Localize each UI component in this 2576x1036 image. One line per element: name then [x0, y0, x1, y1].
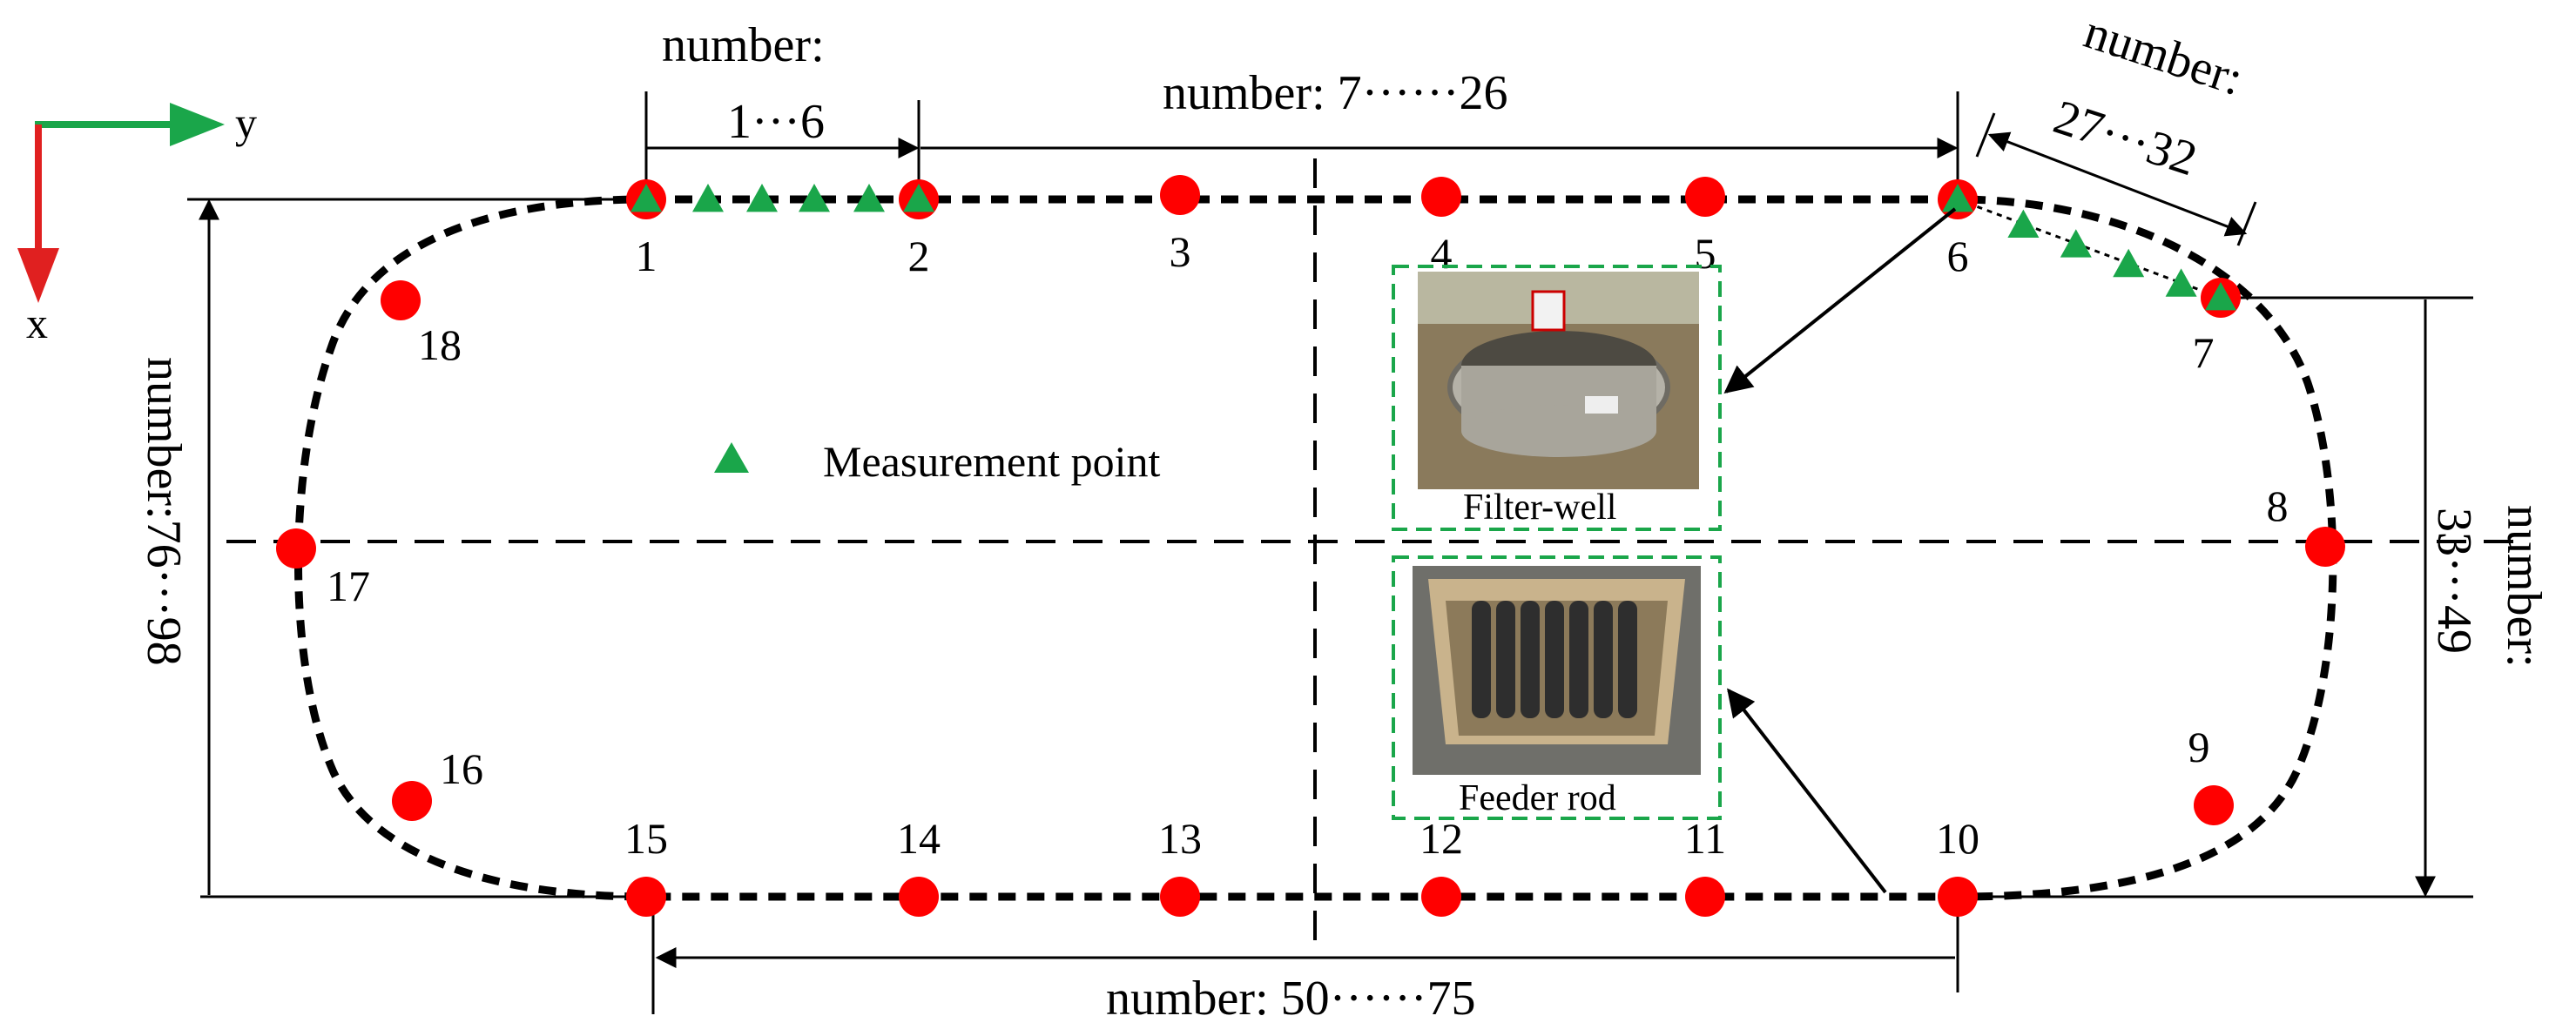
measurement-points-layer [631, 184, 2236, 311]
measurement-point-top-5 [853, 184, 885, 212]
annotation-top-left-line2: 1···6 [727, 95, 825, 149]
well-marker-11 [1685, 877, 1725, 917]
well-label-5: 5 [1695, 229, 1716, 278]
well-marker-3 [1160, 175, 1200, 215]
well-label-17: 17 [327, 562, 370, 610]
dimension-lines [187, 91, 2473, 1014]
annotation-top-mid: number: 7······26 [1163, 66, 1508, 120]
annotation-top-right-line2: 27···32 [2047, 90, 2203, 186]
well-marker-14 [899, 877, 939, 917]
warning-sign-icon [1531, 290, 1566, 332]
well-label-3: 3 [1170, 227, 1191, 276]
well-label-14: 14 [897, 814, 941, 863]
well-label-12: 12 [1419, 814, 1463, 863]
feeder-rod-caption: Feeder rod [1459, 778, 1616, 818]
well-label-13: 13 [1158, 814, 1202, 863]
well-label-2: 2 [908, 232, 930, 280]
well-marker-18 [381, 280, 421, 320]
well-marker-9 [2194, 785, 2234, 825]
well-label-1: 1 [636, 232, 657, 280]
axis-indicator: y x [17, 98, 257, 347]
well-label-7: 7 [2193, 328, 2215, 377]
feeder-rod-photo: Feeder rod [1392, 555, 1722, 820]
measurement-point-arc-4 [2113, 248, 2145, 278]
measurement-point-arc-1 [1942, 184, 1973, 212]
well-marker-8 [2305, 527, 2345, 567]
well-label-9: 9 [2188, 723, 2210, 771]
well-marker-5 [1685, 177, 1725, 217]
filter-well-photo: Filter-well [1392, 265, 1722, 531]
well-label-6: 6 [1947, 232, 1969, 280]
measurement-point-arc-2 [2007, 209, 2040, 238]
legend-label: Measurement point [823, 437, 1161, 486]
well-marker-12 [1421, 877, 1461, 917]
measurement-point-legend-icon [714, 442, 749, 473]
measurement-point-top-2 [692, 184, 724, 212]
measurement-point-top-6 [903, 184, 934, 212]
well-label-11: 11 [1684, 814, 1726, 863]
filter-well-caption: Filter-well [1463, 488, 1616, 528]
well-label-18: 18 [418, 320, 462, 369]
x-axis-label: x [26, 299, 48, 347]
well-label-10: 10 [1936, 814, 1979, 863]
measurement-point-arc-3 [2060, 229, 2092, 258]
measurement-point-arc-6 [2205, 282, 2236, 311]
y-axis-arrow-icon [170, 103, 225, 146]
well-label-4: 4 [1431, 229, 1453, 278]
well-label-15: 15 [624, 814, 668, 863]
x-axis-arrow-icon [17, 248, 59, 303]
annotation-right-line1: number: [2497, 505, 2551, 668]
well-marker-15 [626, 877, 666, 917]
annotation-right-line2: 33···49 [2427, 508, 2481, 654]
arrow-to-feeder-rod [1727, 688, 1887, 894]
well-marker-4 [1421, 177, 1461, 217]
rod-bundle [1472, 601, 1637, 718]
annotation-top-left-line1: number: [662, 18, 825, 72]
measurement-point-arc-5 [2165, 268, 2197, 297]
measurement-point-top-3 [746, 184, 778, 212]
well-label-8: 8 [2267, 481, 2289, 530]
y-axis-label: y [235, 98, 257, 147]
well-marker-17 [276, 528, 316, 568]
annotation-left: number:76···98 [137, 357, 191, 666]
well-label-16: 16 [440, 744, 483, 793]
measurement-point-top-4 [799, 184, 830, 212]
arrow-to-filter-well [1723, 207, 1957, 394]
measurement-point-top-1 [631, 184, 662, 212]
annotation-bottom: number: 50······75 [1106, 972, 1476, 1026]
well-marker-16 [392, 781, 432, 821]
annotation-top-right-line1: number: [2078, 4, 2249, 106]
well-marker-10 [1938, 877, 1978, 917]
well-marker-13 [1160, 877, 1200, 917]
